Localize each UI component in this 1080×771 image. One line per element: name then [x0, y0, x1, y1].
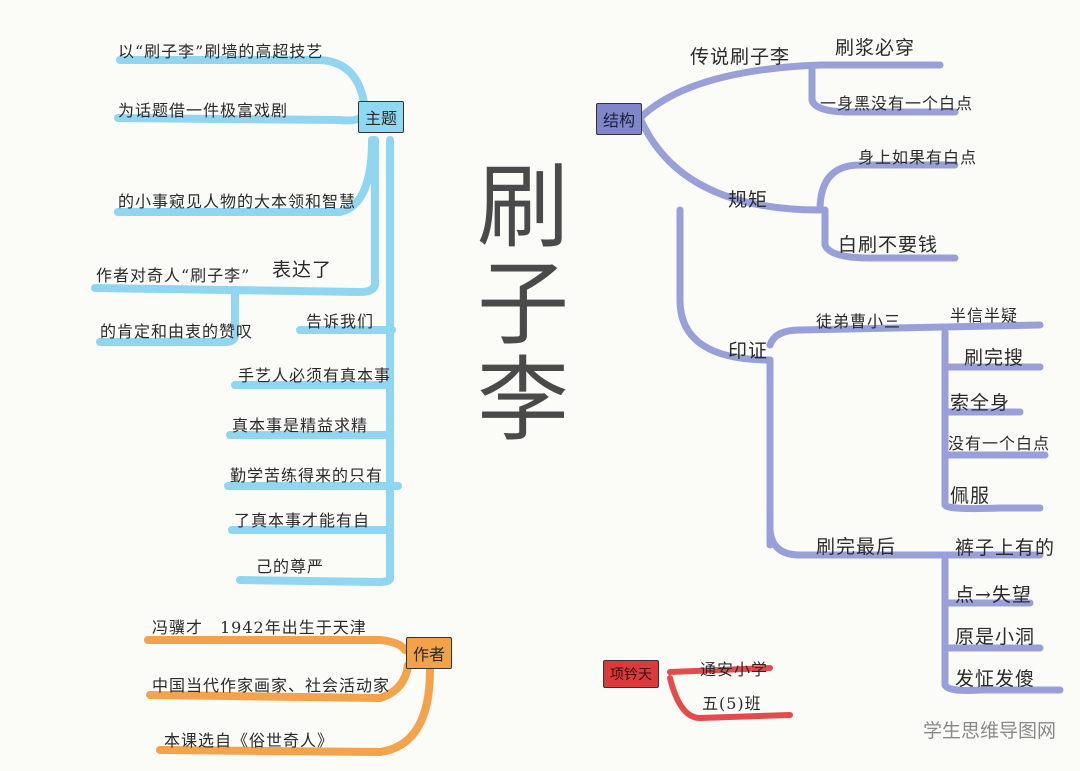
name-branch-1	[667, 665, 773, 675]
theme-line-7: 告诉我们	[306, 312, 375, 331]
structure-apprentice	[766, 321, 1044, 349]
center-title: 俗世奇人刷 子 李	[468, 154, 578, 455]
theme-line-12: 己的尊严	[256, 557, 325, 576]
theme-line-5: 表达了	[272, 259, 333, 281]
student-school: 通安小学	[700, 660, 769, 679]
theme-branch-6	[236, 136, 394, 587]
structure-apprentice-item-1: 半信半疑	[950, 306, 1019, 325]
structure-proof	[676, 206, 774, 364]
structure-finally	[766, 526, 1044, 559]
structure-apprentice-item-4: 没有一个白点	[948, 434, 1051, 453]
author-branch-3	[156, 666, 434, 757]
structure-apprentice-item-2: 刷完搜	[964, 347, 1025, 369]
structure-apprentice-item-3: 索全身	[950, 392, 1011, 414]
structure-fin-sub	[941, 556, 1064, 694]
center-title-main: 刷 子 李	[476, 154, 569, 455]
structure-legend-item-2: 一身黑没有一个白点	[820, 94, 974, 113]
theme-branch-5	[96, 286, 239, 346]
structure-rules-b	[821, 206, 959, 262]
structure-rules-label: 规矩	[728, 189, 769, 211]
theme-line-9: 真本事是精益求精	[232, 416, 369, 435]
student-class: 五(5)班	[702, 694, 762, 713]
structure-legend-sub	[808, 64, 959, 116]
structure-rules-a	[816, 161, 959, 214]
structure-finally-label: 刷完最后	[816, 536, 897, 558]
theme-box: 主题	[358, 101, 405, 133]
structure-finally-item-4: 发怔发傻	[955, 668, 1036, 690]
theme-line-8: 手艺人必须有真本事	[238, 366, 392, 385]
structure-rules-item-2: 白刷不要钱	[838, 234, 939, 256]
structure-apprentice-label: 徒弟曹小三	[816, 312, 902, 331]
theme-line-4: 作者对奇人“刷子李”	[96, 266, 251, 285]
theme-line-6: 的肯定和由衷的赞叹	[100, 322, 254, 341]
theme-line-11: 了真本事才能有自	[234, 511, 371, 530]
author-line-1: 冯骥才 1942年出生于天津	[152, 618, 367, 637]
structure-app-sub	[941, 328, 1044, 513]
author-line-2: 中国当代作家画家、社会活动家	[152, 676, 391, 695]
student-name-box: 项钤天	[603, 660, 659, 688]
structure-apprentice-item-5: 佩服	[950, 485, 991, 507]
watermark: 学生思维导图网	[922, 720, 1056, 742]
theme-branch-1	[116, 56, 369, 114]
structure-proof-label: 印证	[728, 340, 769, 362]
author-branch-1	[144, 636, 409, 654]
structure-finally-item-1: 裤子上有的	[955, 537, 1056, 559]
structure-trunk	[636, 61, 944, 122]
structure-finally-item-2: 点→失望	[955, 584, 1032, 606]
structure-box: 结构	[596, 103, 643, 135]
theme-line-10: 勤学苦练得来的只有	[230, 466, 384, 485]
structure-rules	[636, 114, 824, 214]
structure-legend-item-1: 刷浆必穿	[835, 37, 916, 59]
author-line-3: 本课选自《俗世奇人》	[164, 731, 335, 750]
structure-legend-label: 传说刷子李	[690, 46, 791, 68]
structure-finally-item-3: 原是小洞	[955, 626, 1036, 648]
name-branch-2	[667, 675, 793, 722]
structure-rules-item-1: 身上如果有白点	[858, 148, 978, 167]
author-branch-2	[146, 661, 412, 703]
theme-line-2: 为话题借一件极富戏剧	[118, 101, 289, 120]
author-box: 作者	[406, 637, 453, 669]
theme-branch-4	[91, 136, 379, 297]
theme-line-1: 以“刷子李”刷墙的高超技艺	[118, 42, 324, 61]
theme-line-3: 的小事窥见人物的大本领和智慧	[118, 192, 357, 211]
